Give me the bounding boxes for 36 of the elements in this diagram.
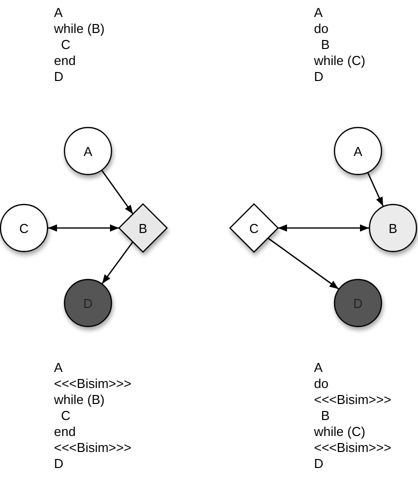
code-line: do	[314, 21, 328, 37]
code-line: A	[54, 360, 63, 376]
code-line: D	[314, 456, 324, 472]
code-line: <<<Bisim>>>	[314, 440, 392, 456]
code-line: D	[314, 69, 324, 85]
code-line: A	[314, 5, 323, 21]
arrow	[278, 224, 369, 232]
code-line: B	[321, 408, 330, 424]
code-line: D	[54, 456, 64, 472]
code-line: while (C)	[314, 424, 366, 440]
code-line: A	[54, 5, 63, 21]
node-label: A	[354, 144, 362, 158]
arrow	[367, 172, 384, 206]
code-line: end	[54, 424, 76, 440]
code-line: <<<Bisim>>>	[54, 376, 132, 392]
node-label: C	[19, 220, 29, 236]
node-label: C	[249, 220, 259, 236]
arrow	[48, 224, 119, 232]
code-line: A	[314, 360, 323, 376]
code-line: <<<Bisim>>>	[54, 440, 132, 456]
arrow	[268, 238, 339, 290]
code-line: do	[314, 376, 328, 392]
code-line: C	[61, 408, 70, 424]
code-line: end	[54, 53, 76, 69]
code-line: while (B)	[54, 392, 105, 408]
node-label: A	[84, 144, 92, 158]
code-line: while (C)	[314, 53, 366, 69]
node-label: B	[138, 220, 148, 236]
code-line: D	[54, 69, 64, 85]
code-line: <<<Bisim>>>	[314, 392, 392, 408]
code-line: C	[61, 37, 70, 53]
arrow	[102, 241, 134, 284]
code-line: B	[321, 37, 330, 53]
code-line: while (B)	[54, 21, 105, 37]
arrow	[101, 170, 134, 214]
node-label: B	[388, 220, 398, 236]
